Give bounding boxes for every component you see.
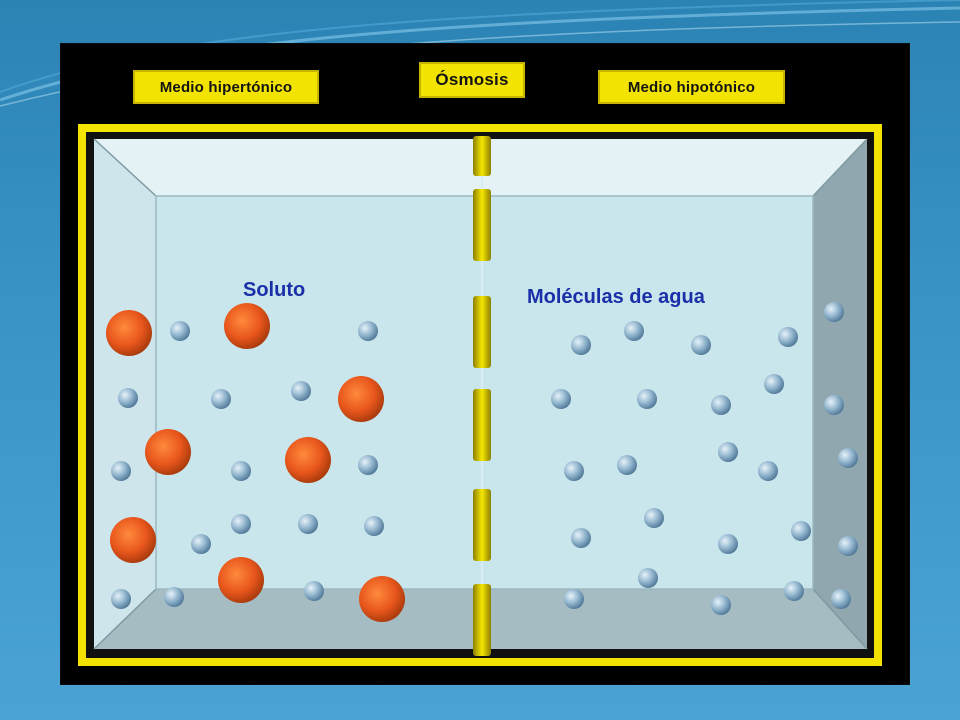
tank-wall-right xyxy=(813,139,867,649)
water-molecule xyxy=(711,395,731,415)
water-molecule xyxy=(637,389,657,409)
osmosis-figure: Medio hipertónico Ósmosis Medio hipotóni… xyxy=(60,43,910,685)
water-molecule xyxy=(364,516,384,536)
water-molecule xyxy=(764,374,784,394)
water-molecule xyxy=(824,302,844,322)
solute-particle xyxy=(110,517,156,563)
water-molecules-right xyxy=(551,302,858,615)
water-molecule xyxy=(298,514,318,534)
membrane-segment xyxy=(473,189,491,261)
water-molecule xyxy=(358,455,378,475)
solute-label: Soluto xyxy=(243,279,306,301)
water-molecule xyxy=(231,461,251,481)
solute-particle xyxy=(224,303,270,349)
water-molecules-label: Moléculas de agua xyxy=(527,286,705,308)
water-molecule xyxy=(838,536,858,556)
water-molecule xyxy=(564,461,584,481)
water-molecule xyxy=(718,534,738,554)
osmosis-tank xyxy=(78,124,882,666)
hypertonic-label: Medio hipertónico xyxy=(133,70,319,104)
water-molecule xyxy=(791,521,811,541)
water-molecule xyxy=(118,388,138,408)
water-molecule xyxy=(231,514,251,534)
water-molecule xyxy=(824,395,844,415)
solute-particles xyxy=(106,303,405,622)
water-molecule xyxy=(831,589,851,609)
solute-particle xyxy=(145,429,191,475)
solute-particle xyxy=(285,437,331,483)
water-molecule xyxy=(164,587,184,607)
water-molecule xyxy=(304,581,324,601)
hypotonic-label: Medio hipotónico xyxy=(598,70,785,104)
water-molecule xyxy=(838,448,858,468)
membrane-segment xyxy=(473,584,491,656)
solute-particle xyxy=(218,557,264,603)
water-molecule xyxy=(778,327,798,347)
semipermeable-membrane xyxy=(473,136,491,656)
water-molecule xyxy=(711,595,731,615)
water-molecule xyxy=(564,589,584,609)
water-molecule xyxy=(111,589,131,609)
membrane-segment xyxy=(473,296,491,368)
water-molecule xyxy=(571,335,591,355)
membrane-segment xyxy=(473,136,491,176)
water-molecule xyxy=(644,508,664,528)
membrane-segment xyxy=(473,389,491,461)
water-molecule xyxy=(291,381,311,401)
water-molecule xyxy=(617,455,637,475)
water-molecule xyxy=(191,534,211,554)
water-molecule xyxy=(571,528,591,548)
water-molecule xyxy=(638,568,658,588)
water-molecule xyxy=(211,389,231,409)
solute-particle xyxy=(338,376,384,422)
solute-particle xyxy=(106,310,152,356)
solute-particle xyxy=(359,576,405,622)
water-molecule xyxy=(624,321,644,341)
water-molecules-left xyxy=(111,321,384,609)
water-molecule xyxy=(551,389,571,409)
water-molecule xyxy=(758,461,778,481)
water-molecule xyxy=(691,335,711,355)
water-molecule xyxy=(170,321,190,341)
water-molecule xyxy=(111,461,131,481)
membrane-segment xyxy=(473,489,491,561)
water-molecule xyxy=(718,442,738,462)
osmosis-title: Ósmosis xyxy=(419,62,525,98)
water-molecule xyxy=(784,581,804,601)
water-molecule xyxy=(358,321,378,341)
